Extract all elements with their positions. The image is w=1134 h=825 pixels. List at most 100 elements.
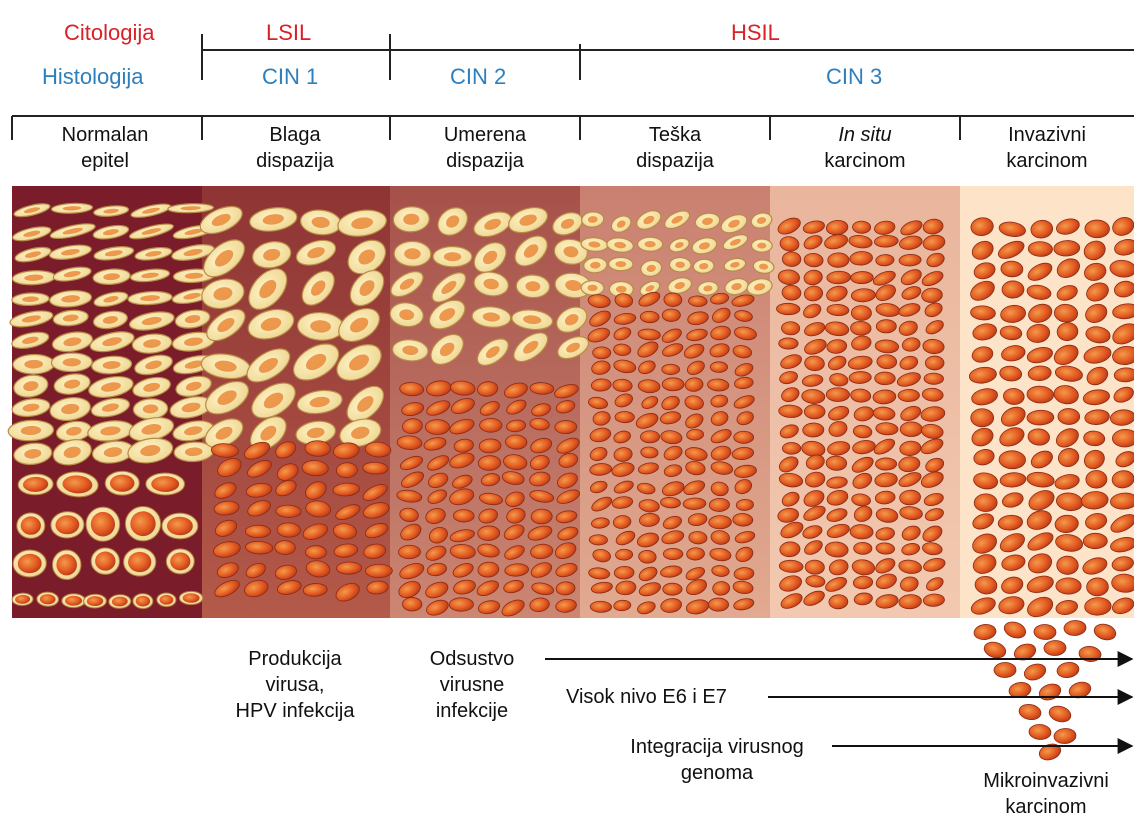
note-absence-infection-line2: virusne <box>412 672 532 698</box>
cell <box>555 420 577 434</box>
cell <box>1058 408 1080 424</box>
cell <box>875 458 896 470</box>
cell <box>531 509 552 524</box>
cell <box>662 309 680 322</box>
cell <box>1086 470 1107 488</box>
note-high-e6e7: Visok nivo E6 i E7 <box>566 684 727 710</box>
cell <box>851 305 871 320</box>
cell <box>640 431 659 443</box>
cell <box>157 593 176 607</box>
cell <box>1078 645 1102 662</box>
note-microinvasive-line2: karcinom <box>966 794 1126 820</box>
cell <box>994 662 1016 677</box>
note-integration-line2: genoma <box>606 760 828 786</box>
cell <box>478 455 501 470</box>
cell <box>124 548 156 576</box>
stage-bracket <box>12 116 1134 140</box>
cell <box>1044 640 1066 656</box>
cell <box>275 540 296 554</box>
cell <box>982 640 1007 661</box>
cell <box>779 338 799 349</box>
note-virus-production-line1: Produkcija <box>210 646 380 672</box>
cell <box>828 253 850 268</box>
cell <box>1083 533 1107 549</box>
cell <box>608 257 633 271</box>
cell <box>1047 704 1072 724</box>
cell <box>37 592 59 607</box>
cell <box>826 456 847 471</box>
cell <box>52 550 81 580</box>
cell <box>802 423 824 438</box>
cell <box>854 542 872 554</box>
cell <box>593 347 611 359</box>
cell <box>277 522 301 537</box>
cell <box>336 562 362 575</box>
cell <box>898 389 920 401</box>
cell <box>999 450 1026 469</box>
cell <box>12 593 33 606</box>
cell <box>17 513 45 539</box>
cell <box>166 549 194 574</box>
cell <box>1056 661 1080 679</box>
cell <box>734 431 754 443</box>
cell <box>365 564 392 578</box>
cell <box>146 473 185 495</box>
note-integration: Integracija virusnog genoma <box>606 734 828 786</box>
cell <box>829 594 848 609</box>
cell <box>924 373 944 385</box>
cell <box>402 597 422 611</box>
cell <box>709 515 732 529</box>
cell <box>971 409 994 427</box>
cell <box>590 601 612 613</box>
cell <box>1028 241 1053 257</box>
cell <box>91 547 120 574</box>
cell <box>876 320 896 333</box>
cell <box>1053 728 1076 745</box>
cell <box>1037 741 1063 762</box>
cell <box>305 546 326 559</box>
cell <box>1002 281 1024 298</box>
cell <box>1056 578 1081 594</box>
cell <box>162 513 198 539</box>
cell <box>477 526 499 541</box>
cell <box>751 239 772 253</box>
cell <box>776 303 800 315</box>
cell <box>663 583 682 595</box>
cell <box>1034 624 1057 640</box>
cell <box>1092 622 1117 643</box>
cell <box>105 471 139 495</box>
cell <box>516 274 550 298</box>
cell <box>900 422 922 437</box>
cell <box>86 507 120 541</box>
note-absence-infection-line1: Odsustvo <box>412 646 532 672</box>
cell <box>433 246 472 266</box>
cell <box>877 354 897 369</box>
cell <box>425 420 449 435</box>
note-microinvasive: Mikroinvazivni karcinom <box>966 768 1126 820</box>
cell <box>581 280 604 295</box>
cells-microinvasive <box>973 619 1118 762</box>
cell <box>1018 703 1042 722</box>
cell <box>1002 619 1028 640</box>
cytology-bracket <box>202 34 1134 80</box>
cell <box>708 598 728 611</box>
cell <box>453 509 474 522</box>
cell <box>1085 220 1110 238</box>
cell <box>973 623 997 641</box>
cell <box>62 594 86 608</box>
cell <box>179 591 203 604</box>
cell <box>669 257 691 272</box>
note-virus-production: Produkcija virusa, HPV infekcija <box>210 646 380 724</box>
cell <box>83 594 106 608</box>
cell <box>925 356 944 370</box>
note-absence-infection-line3: infekcije <box>412 698 532 724</box>
cell <box>589 535 608 546</box>
cell <box>615 411 635 422</box>
cell <box>449 598 473 612</box>
cell <box>13 354 55 374</box>
cell <box>974 494 997 512</box>
cell <box>394 241 431 267</box>
cell <box>1086 578 1108 597</box>
cell <box>51 353 92 372</box>
cell <box>305 440 331 456</box>
